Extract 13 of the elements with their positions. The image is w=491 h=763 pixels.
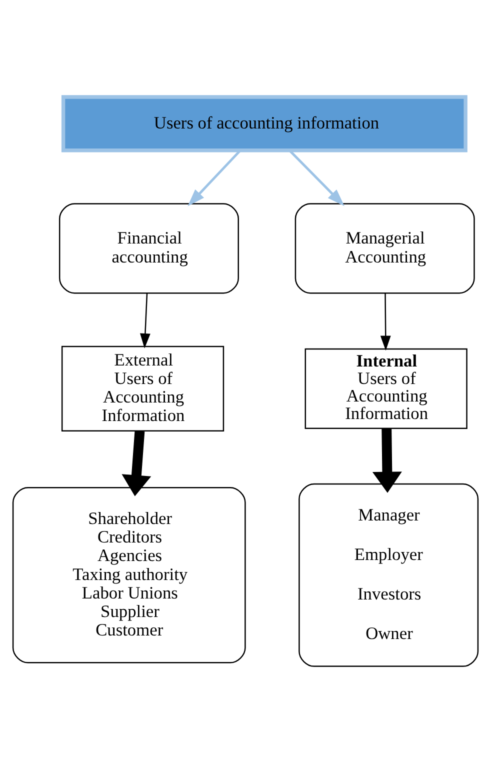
node-box: External Users of Accounting Information [61, 346, 224, 432]
node-box: Internal Users of Accounting Information [304, 348, 468, 430]
arrow [188, 150, 241, 206]
arrow [140, 293, 150, 348]
node-box: Manager Employer Investors Owner [298, 483, 479, 667]
node-box: Shareholder Creditors Agencies Taxing authority Labor Unions Supplier Customer [12, 487, 246, 664]
node-box: Financial accounting [58, 203, 239, 294]
arrow [372, 428, 402, 493]
arrow [122, 430, 152, 496]
arrow [380, 293, 391, 351]
node-box: Managerial Accounting [294, 203, 475, 294]
arrow [289, 150, 344, 206]
node-box: Users of accounting information [61, 95, 468, 152]
